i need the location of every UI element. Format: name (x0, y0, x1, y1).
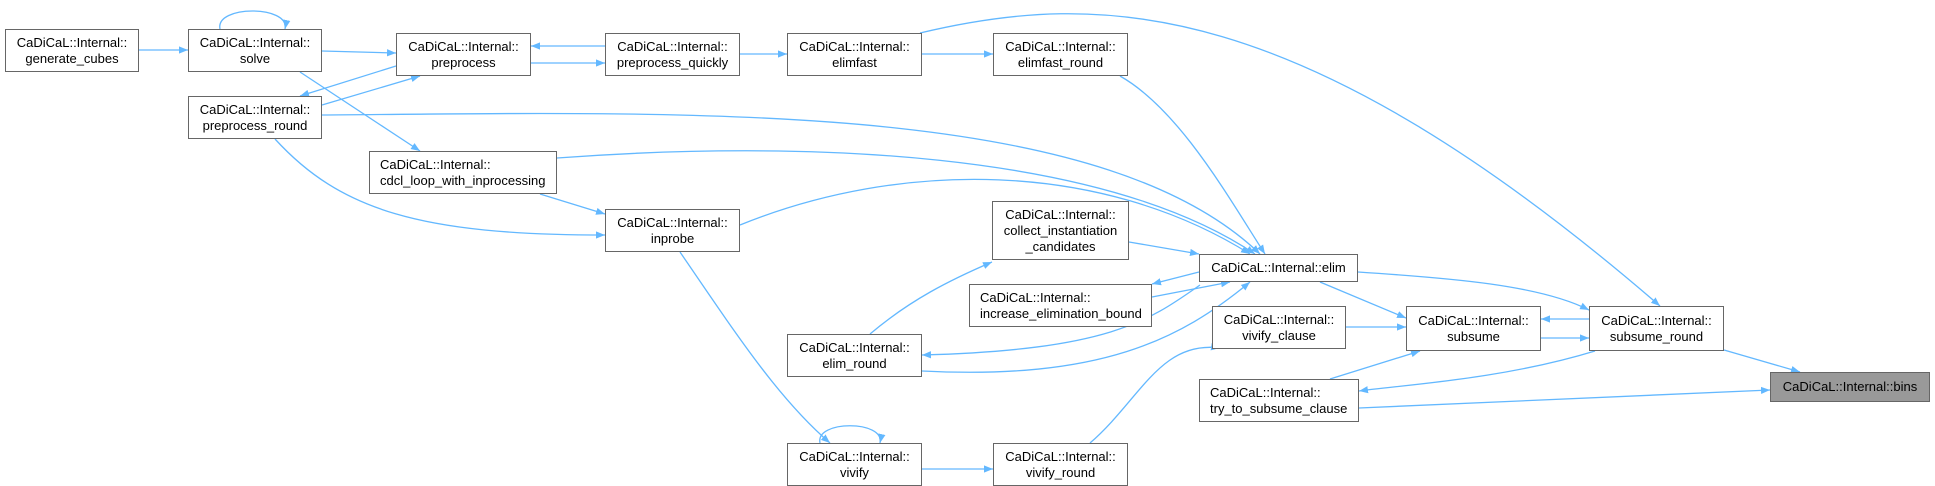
node-generate-cubes[interactable]: CaDiCaL::Internal::generate_cubes (5, 29, 139, 72)
edge-elimfast-to-subsume-round (919, 13, 1661, 307)
node-label-line: CaDiCaL::Internal:: (799, 339, 910, 355)
node-label-line: CaDiCaL::Internal:: (408, 38, 519, 54)
node-subsume-round[interactable]: CaDiCaL::Internal::subsume_round (1589, 306, 1724, 351)
edge-elim-to-subsume (1319, 281, 1407, 319)
node-label-line: try_to_subsume_clause (1210, 400, 1348, 416)
edge-elim-to-subsume-round (1357, 271, 1590, 311)
node-label-line: CaDiCaL::Internal:: (16, 34, 128, 50)
edge-solve-to-preprocess (321, 49, 397, 57)
node-label-line: CaDiCaL::Internal:: (1005, 206, 1116, 222)
node-label-line: cdcl_loop_with_inprocessing (380, 172, 546, 188)
edge-vivify-round-to-vivify-clause (1089, 343, 1221, 444)
edge-preprocess-to-preprocess-round (299, 65, 397, 97)
node-label-line: preprocess_round (202, 117, 308, 133)
node-label-line: preprocess_quickly (616, 54, 729, 70)
edge-elim-round-to-elim (921, 281, 1251, 373)
node-label-line: CaDiCaL::Internal:: (617, 214, 728, 230)
node-label-line: CaDiCaL::Internal:: (1005, 448, 1116, 464)
node-label-line: increase_elimination_bound (980, 305, 1142, 321)
node-label-line: elimfast (832, 54, 877, 70)
node-preprocess[interactable]: CaDiCaL::Internal::preprocess (396, 33, 531, 76)
edge-preprocess-round-to-inprobe (274, 138, 606, 239)
edge-elim-to-increase-elimination-bound (1151, 271, 1200, 286)
node-label-line: CaDiCaL::Internal:: (1418, 312, 1529, 328)
node-label-line: CaDiCaL::Internal:: (1210, 384, 1321, 400)
edge-preprocess-round-to-preprocess (321, 75, 421, 106)
node-label-line: generate_cubes (25, 50, 119, 66)
node-label-line: inprobe (650, 230, 695, 246)
node-vivify[interactable]: CaDiCaL::Internal::vivify (787, 443, 922, 486)
edge-try-to-subsume-clause-to-bins (1358, 386, 1771, 409)
edge-subsume-round-to-bins (1723, 349, 1801, 373)
node-label-line: elimfast_round (1017, 54, 1104, 70)
node-collect-instantiation-candidates[interactable]: CaDiCaL::Internal::collect_instantiation… (992, 201, 1129, 260)
edge-solve-to-cdcl-loop-with-inprocessing (299, 71, 421, 152)
node-preprocess-quickly[interactable]: CaDiCaL::Internal::preprocess_quickly (605, 33, 740, 76)
edge-elimfast-round-to-elim (1119, 75, 1266, 255)
edge-elim-to-elim-round (921, 284, 1201, 359)
node-label-line: CaDiCaL::Internal:: (1223, 311, 1335, 327)
node-elimfast[interactable]: CaDiCaL::Internal::elimfast (787, 33, 922, 76)
node-label-line: subsume_round (1609, 328, 1704, 344)
node-solve[interactable]: CaDiCaL::Internal::solve (188, 29, 322, 72)
node-label-line: CaDiCaL::Internal:: (199, 101, 311, 117)
node-elim[interactable]: CaDiCaL::Internal::elim (1199, 254, 1358, 282)
node-elim-round[interactable]: CaDiCaL::Internal::elim_round (787, 334, 922, 377)
node-bins[interactable]: CaDiCaL::Internal::bins (1770, 372, 1930, 402)
node-inprobe[interactable]: CaDiCaL::Internal::inprobe (605, 209, 740, 252)
node-label-line: CaDiCaL::Internal:: (799, 38, 910, 54)
node-cdcl-loop-with-inprocessing[interactable]: CaDiCaL::Internal::cdcl_loop_with_inproc… (369, 151, 557, 194)
node-label-line: subsume (1447, 328, 1500, 344)
node-label-line: collect_instantiation (1003, 222, 1118, 238)
node-label-line: CaDiCaL::Internal:: (980, 289, 1091, 305)
node-label-line: CaDiCaL::Internal:: (799, 448, 910, 464)
node-increase-elimination-bound[interactable]: CaDiCaL::Internal::increase_elimination_… (969, 284, 1152, 327)
edge-elim-round-to-collect-instantiation-candidates (869, 261, 993, 335)
edge-cdcl-loop-with-inprocessing-to-inprobe (539, 193, 606, 215)
edge-layer (139, 10, 1801, 473)
edge-vivify-to-vivify (819, 425, 886, 444)
node-label-line: solve (239, 50, 271, 66)
edge-collect-instantiation-candidates-to-elim (1128, 241, 1200, 257)
node-preprocess-round[interactable]: CaDiCaL::Internal::preprocess_round (188, 96, 322, 139)
node-try-to-subsume-clause[interactable]: CaDiCaL::Internal::try_to_subsume_clause (1199, 379, 1359, 422)
edge-inprobe-to-vivify (679, 251, 831, 444)
node-label-line: vivify_clause (1242, 327, 1316, 343)
edge-cdcl-loop-with-inprocessing-to-elim (556, 150, 1256, 255)
node-label-line: CaDiCaL::Internal:: (380, 156, 491, 172)
node-subsume[interactable]: CaDiCaL::Internal::subsume (1406, 306, 1541, 351)
node-label-line: CaDiCaL::Internal:: (1601, 312, 1712, 328)
edge-inprobe-to-elim (739, 178, 1251, 255)
edge-solve-to-solve (219, 10, 291, 30)
node-elimfast-round[interactable]: CaDiCaL::Internal::elimfast_round (993, 33, 1128, 76)
node-label-line: _candidates (1025, 238, 1096, 254)
node-label-line: preprocess (431, 54, 496, 70)
edge-try-to-subsume-clause-to-subsume (1329, 350, 1421, 380)
node-vivify-clause[interactable]: CaDiCaL::Internal::vivify_clause (1212, 306, 1346, 349)
edge-increase-elimination-bound-to-elim (1151, 280, 1231, 298)
node-label-line: CaDiCaL::Internal::bins (1782, 379, 1918, 394)
node-label-line: CaDiCaL::Internal:: (617, 38, 728, 54)
node-label-line: elim_round (822, 355, 887, 371)
node-label-line: CaDiCaL::Internal::elim (1211, 260, 1346, 275)
edge-preprocess-round-to-elim (321, 112, 1261, 255)
node-vivify-round[interactable]: CaDiCaL::Internal::vivify_round (993, 443, 1128, 486)
node-label-line: CaDiCaL::Internal:: (1005, 38, 1116, 54)
node-label-line: CaDiCaL::Internal:: (199, 34, 311, 50)
edge-subsume-round-to-try-to-subsume-clause (1358, 350, 1596, 394)
